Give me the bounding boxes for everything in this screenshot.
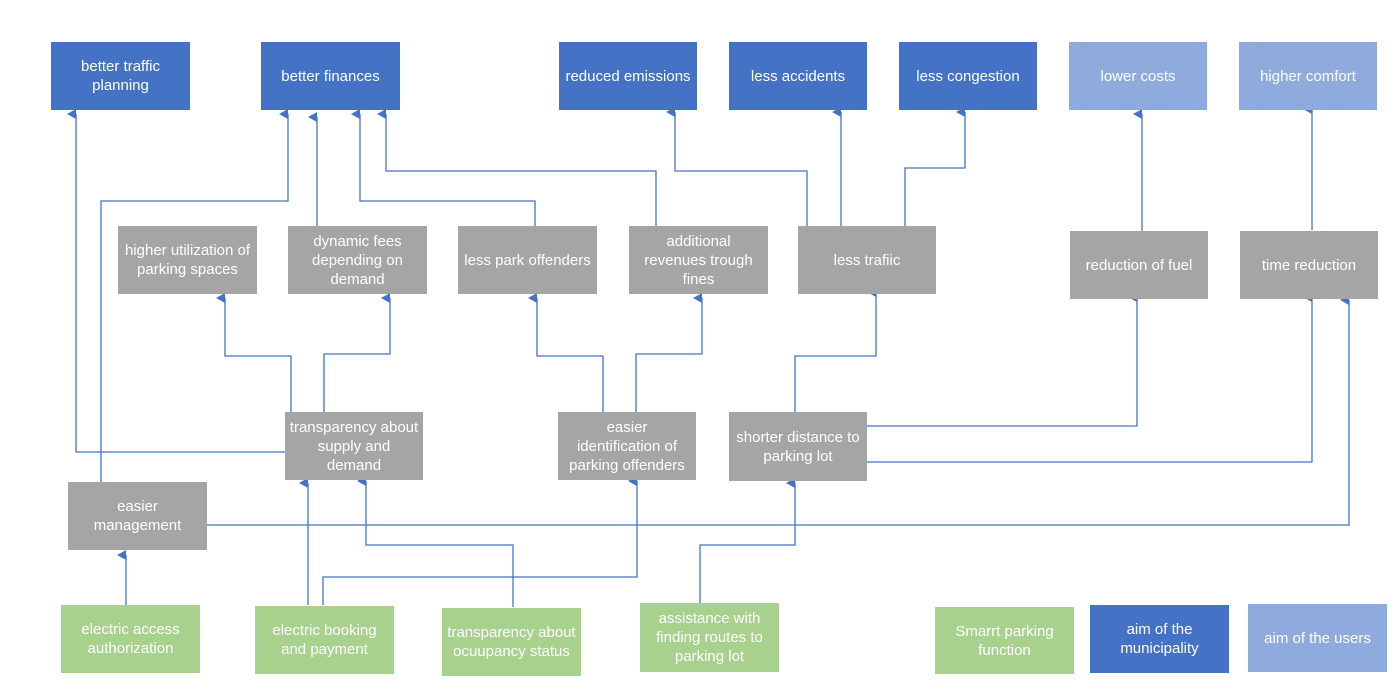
node-reduced-emissions: reduced emissions bbox=[559, 42, 697, 110]
node-better-traffic-planning: better traffic planning bbox=[51, 42, 190, 110]
edge-assistance-to-distance bbox=[699, 478, 796, 603]
node-label: less trafiic bbox=[833, 251, 901, 269]
node-less-congestion: less congestion bbox=[899, 42, 1037, 110]
edge-distance-to-time bbox=[866, 292, 1313, 463]
node-label: dynamic fees depending on demand bbox=[312, 232, 403, 288]
node-label: additional revenues trough fines bbox=[644, 232, 753, 288]
node-higher-utilization: higher utilization of parking spaces bbox=[118, 226, 257, 294]
legend-users: aim of the users bbox=[1248, 604, 1387, 672]
node-label: higher utilization of parking spaces bbox=[124, 242, 251, 278]
node-label: higher comfort bbox=[1260, 67, 1356, 85]
node-easier-identification: easier identification of parking offende… bbox=[558, 412, 696, 480]
edge-traffic-to-congestion bbox=[904, 107, 966, 228]
legend-municipality: aim of the municipality bbox=[1090, 605, 1229, 673]
edge-management-to-finances bbox=[100, 109, 289, 484]
edge-occupancy-to-transparency bbox=[357, 476, 514, 607]
node-less-trafiic: less trafiic bbox=[798, 226, 936, 294]
edge-distance-to-traffic bbox=[794, 287, 877, 414]
edge-transparency-to-utilization bbox=[216, 293, 292, 414]
edge-offenders-to-finances bbox=[351, 109, 536, 228]
edge-distance-to-fuel bbox=[860, 292, 1138, 427]
node-label: shorter distance to parking lot bbox=[736, 428, 860, 465]
node-label: easier identification of parking offende… bbox=[569, 418, 685, 474]
node-transparency-occupancy: transparency about ocuupancy status bbox=[442, 608, 581, 676]
edge-transparency-to-traffic-planning bbox=[67, 109, 292, 453]
legend-label: aim of the municipality bbox=[1120, 621, 1199, 657]
node-additional-revenues: additional revenues trough fines bbox=[629, 226, 768, 294]
node-label: less congestion bbox=[916, 67, 1020, 85]
node-label: less accidents bbox=[750, 67, 846, 85]
node-better-finances: better finances bbox=[261, 42, 400, 110]
edge-revenues-to-finances bbox=[377, 109, 657, 228]
node-lower-costs: lower costs bbox=[1069, 42, 1207, 110]
node-label: less park offenders bbox=[464, 251, 591, 269]
node-less-park-offenders: less park offenders bbox=[458, 226, 597, 294]
edge-management-to-time bbox=[200, 295, 1350, 526]
edge-traffic-to-emissions bbox=[666, 107, 808, 228]
edge-identification-to-offenders bbox=[528, 293, 604, 414]
node-label: better traffic planning bbox=[81, 58, 160, 94]
node-easier-management: easier management bbox=[68, 482, 207, 550]
node-label: transparency about supply and demand bbox=[289, 418, 419, 474]
node-label: easier management bbox=[93, 498, 182, 534]
node-electric-booking: electric booking and payment bbox=[255, 606, 394, 674]
edge-identification-to-revenues bbox=[635, 293, 703, 414]
node-label: electric booking and payment bbox=[272, 622, 377, 658]
edge-transparency-to-dynamic-fees bbox=[323, 293, 391, 414]
node-label: time reduction bbox=[1261, 256, 1357, 274]
node-label: reduced emissions bbox=[565, 67, 691, 85]
node-assistance-routes: assistance with finding routes to parkin… bbox=[640, 603, 779, 672]
node-label: reduction of fuel bbox=[1085, 256, 1193, 274]
node-label: lower costs bbox=[1100, 67, 1176, 85]
legend-label: Smarrt parking function bbox=[955, 622, 1054, 659]
node-reduction-of-fuel: reduction of fuel bbox=[1070, 231, 1208, 299]
node-label: assistance with finding routes to parkin… bbox=[656, 610, 763, 665]
node-dynamic-fees: dynamic fees depending on demand bbox=[288, 226, 427, 294]
node-higher-comfort: higher comfort bbox=[1239, 42, 1377, 110]
node-transparency-supply: transparency about supply and demand bbox=[285, 412, 423, 480]
edge-booking-to-identification bbox=[322, 476, 638, 605]
node-electric-access: electric access authorization bbox=[61, 605, 200, 673]
legend-function: Smarrt parking function bbox=[935, 607, 1074, 674]
node-less-accidents: less accidents bbox=[729, 42, 867, 110]
node-shorter-distance: shorter distance to parking lot bbox=[729, 412, 867, 481]
node-label: electric access authorization bbox=[81, 621, 180, 657]
node-label: better finances bbox=[281, 67, 380, 85]
legend-label: aim of the users bbox=[1264, 629, 1371, 647]
node-time-reduction: time reduction bbox=[1240, 231, 1378, 299]
node-label: transparency about ocuupancy status bbox=[447, 624, 576, 660]
